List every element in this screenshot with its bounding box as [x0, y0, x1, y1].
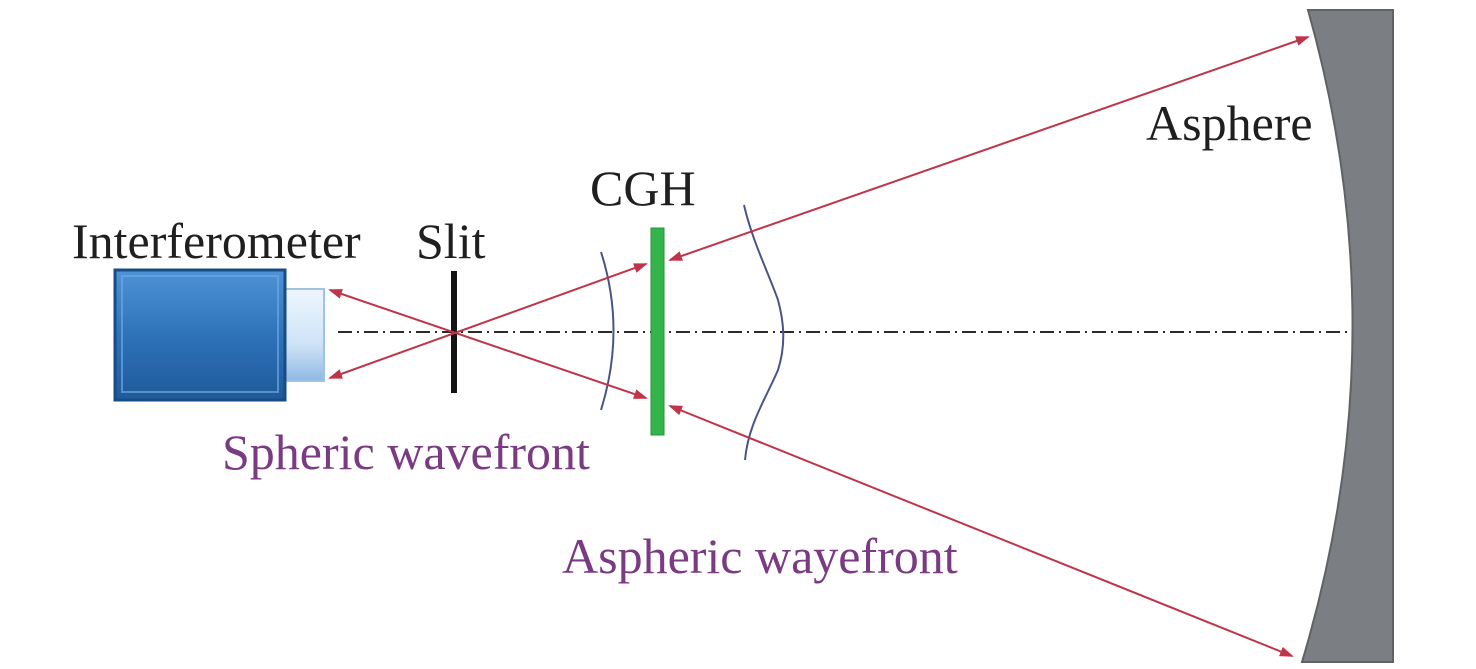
- ray-cgh-to-asphere-bottom: [668, 405, 1294, 657]
- ray-interferometer-to-cgh-bottom: [328, 263, 648, 379]
- aspheric-wavefront-label: Aspheric wayefront: [562, 528, 958, 584]
- cgh-label: CGH: [590, 160, 696, 216]
- interferometer-lens: [281, 288, 325, 382]
- cgh-plate: [650, 227, 665, 436]
- ray-interferometer-to-cgh-top: [328, 289, 648, 399]
- interferometer-label: Interferometer: [72, 213, 361, 269]
- interferometer-body: [113, 268, 287, 402]
- rays: [328, 36, 1310, 657]
- spheric-wavefront-label: Spheric wavefront: [222, 424, 590, 480]
- interferometer-icon: [113, 268, 325, 402]
- slit-label: Slit: [416, 213, 486, 269]
- ray-cgh-to-asphere-top: [668, 36, 1310, 261]
- asphere-label: Asphere: [1146, 95, 1313, 151]
- asphere-mirror: [1300, 9, 1394, 663]
